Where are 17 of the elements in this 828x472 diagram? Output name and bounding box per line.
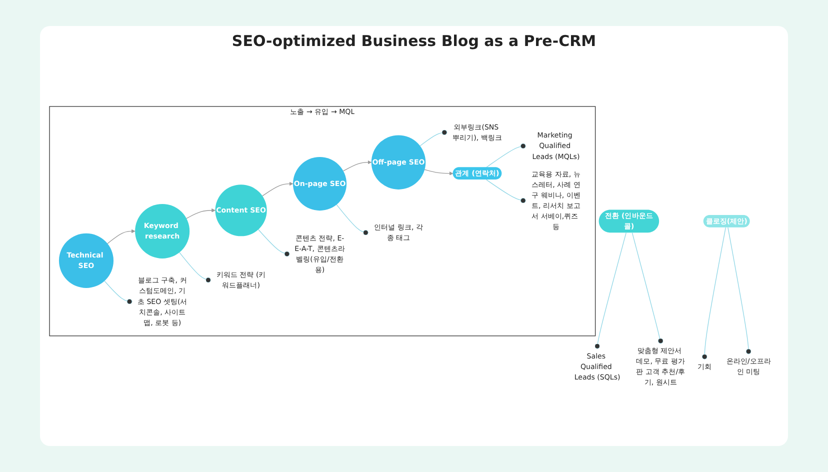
connector [420, 130, 448, 146]
connector [336, 204, 369, 236]
connector [632, 232, 664, 344]
diagram-title: SEO-optimized Business Blog as a Pre-CRM [230, 32, 598, 50]
connector [702, 227, 726, 360]
connector [104, 280, 133, 304]
connector [486, 143, 526, 168]
connector [486, 179, 526, 204]
arrow [262, 182, 294, 196]
connector [594, 232, 626, 350]
arrow [424, 169, 454, 176]
connector [728, 227, 752, 355]
connector [258, 229, 290, 257]
connector [179, 252, 212, 283]
arrow [342, 160, 372, 172]
arrow [186, 208, 216, 219]
arrow [107, 229, 136, 244]
